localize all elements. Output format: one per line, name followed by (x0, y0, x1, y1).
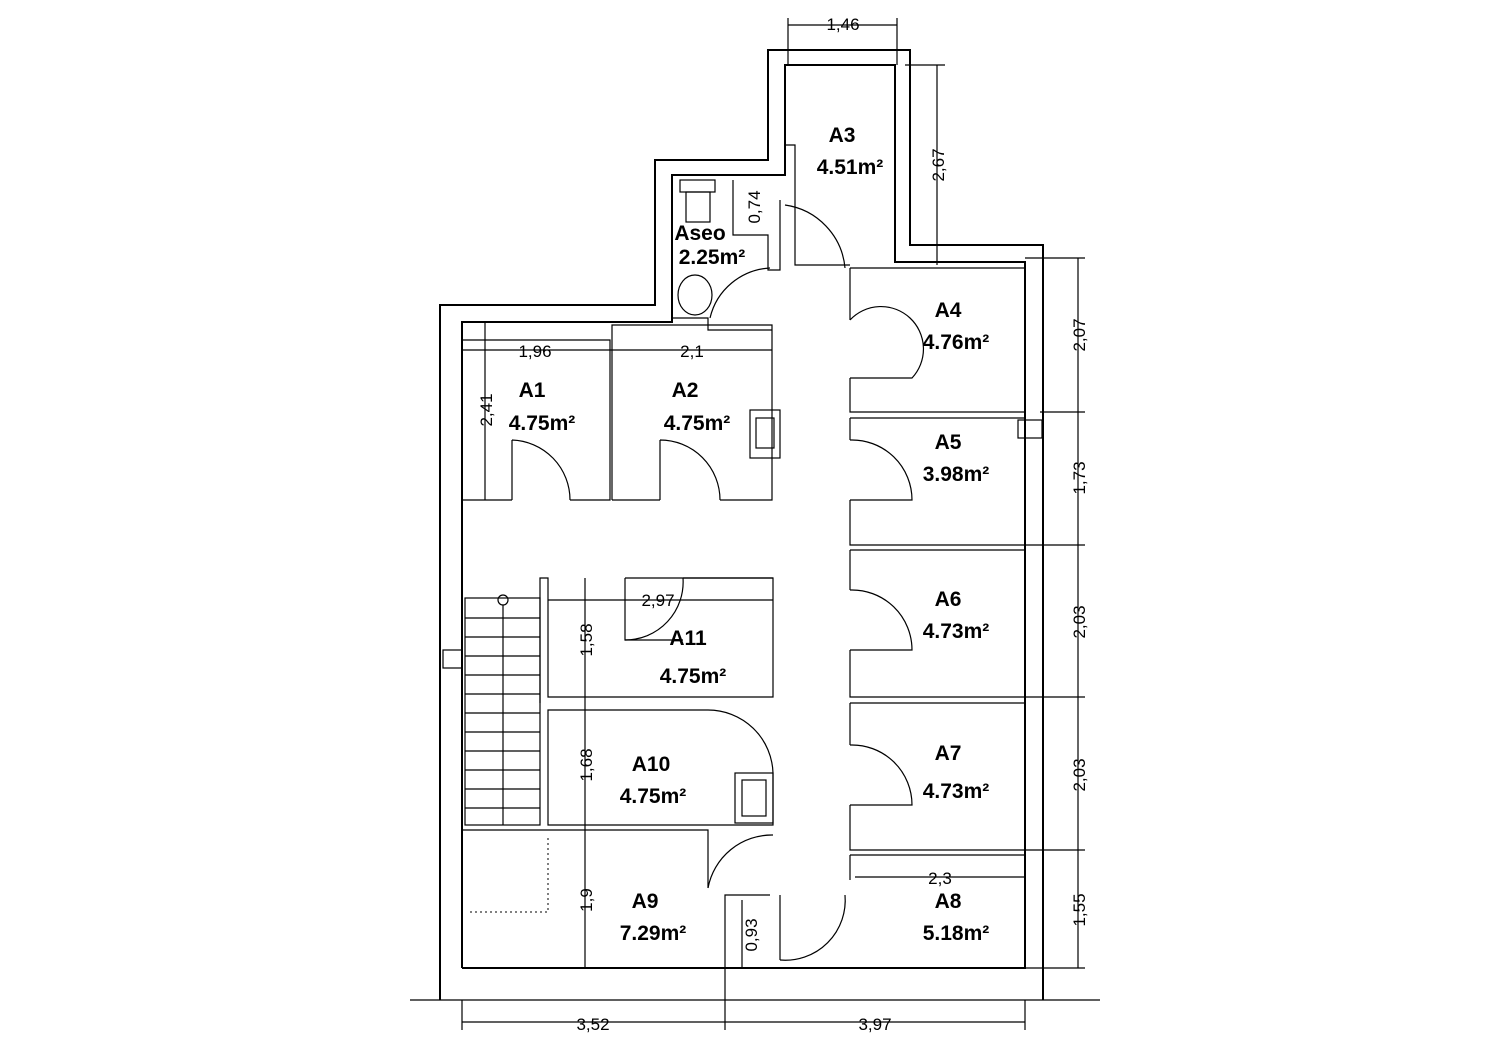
dim-label: 1,68 (577, 748, 596, 781)
dim-label: 2,41 (477, 393, 496, 426)
dim-label: 0,93 (742, 918, 761, 951)
dim-label: 1,46 (826, 15, 859, 34)
room-name: A8 (935, 890, 962, 913)
dimension-labels: 1,46 2,67 0,74 1,96 2,1 2,41 2,97 1,58 1… (477, 15, 1089, 1034)
dim-label: 2,67 (929, 148, 948, 181)
room-area: 4.75m² (664, 412, 731, 435)
dim-label: 2,1 (680, 342, 704, 361)
room-area: 7.29m² (620, 922, 687, 945)
room-name: A11 (669, 627, 707, 650)
dim-label: 1,58 (577, 623, 596, 656)
room-a6: A6 4.73m² (923, 588, 990, 643)
dim-label: 2,03 (1070, 758, 1089, 791)
room-area: 4.51m² (817, 156, 884, 179)
room-a7: A7 4.73m² (923, 742, 990, 803)
room-name: A2 (672, 379, 699, 402)
room-a8: A8 5.18m² (923, 890, 990, 945)
room-a1: A1 4.75m² (509, 379, 576, 435)
room-name: A10 (632, 753, 671, 776)
dimension-lines (461, 18, 1085, 1030)
room-walls (462, 144, 1025, 968)
dim-label: 2,07 (1070, 318, 1089, 351)
outer-walls (410, 49, 1100, 1001)
dim-label: 1,55 (1070, 893, 1089, 926)
room-area: 3.98m² (923, 463, 990, 486)
dim-label: 1,73 (1070, 461, 1089, 494)
dim-label: 2,3 (928, 869, 952, 888)
room-name: A3 (829, 124, 856, 147)
room-area: 4.75m² (509, 412, 576, 435)
room-name: Aseo (674, 222, 725, 245)
room-name: A1 (519, 379, 546, 402)
room-name: A6 (935, 588, 962, 611)
dim-label: 2,03 (1070, 605, 1089, 638)
room-name: A7 (935, 742, 962, 765)
room-area: 4.76m² (923, 331, 990, 354)
dim-label: 2,97 (641, 591, 674, 610)
room-a3: A3 4.51m² (817, 124, 884, 179)
room-a9: A9 7.29m² (620, 890, 687, 945)
staircase (464, 594, 541, 826)
room-area: 2.25m² (679, 246, 746, 269)
room-name: A4 (935, 299, 962, 322)
room-a10: A10 4.75m² (620, 753, 687, 808)
room-a4: A4 4.76m² (923, 299, 990, 354)
room-a5: A5 3.98m² (923, 431, 990, 486)
dim-label: 3,52 (576, 1015, 609, 1034)
room-name: A5 (935, 431, 962, 454)
room-area: 5.18m² (923, 922, 990, 945)
dim-label: 1,9 (577, 888, 596, 912)
room-area: 4.75m² (660, 665, 727, 688)
room-a2: A2 4.75m² (664, 379, 731, 435)
room-area: 4.75m² (620, 785, 687, 808)
dim-label: 0,74 (745, 190, 764, 223)
room-name: A9 (632, 890, 659, 913)
room-a11: A11 4.75m² (660, 627, 727, 688)
room-area: 4.73m² (923, 620, 990, 643)
dim-label: 1,96 (518, 342, 551, 361)
room-area: 4.73m² (923, 780, 990, 803)
dim-label: 3,97 (858, 1015, 891, 1034)
